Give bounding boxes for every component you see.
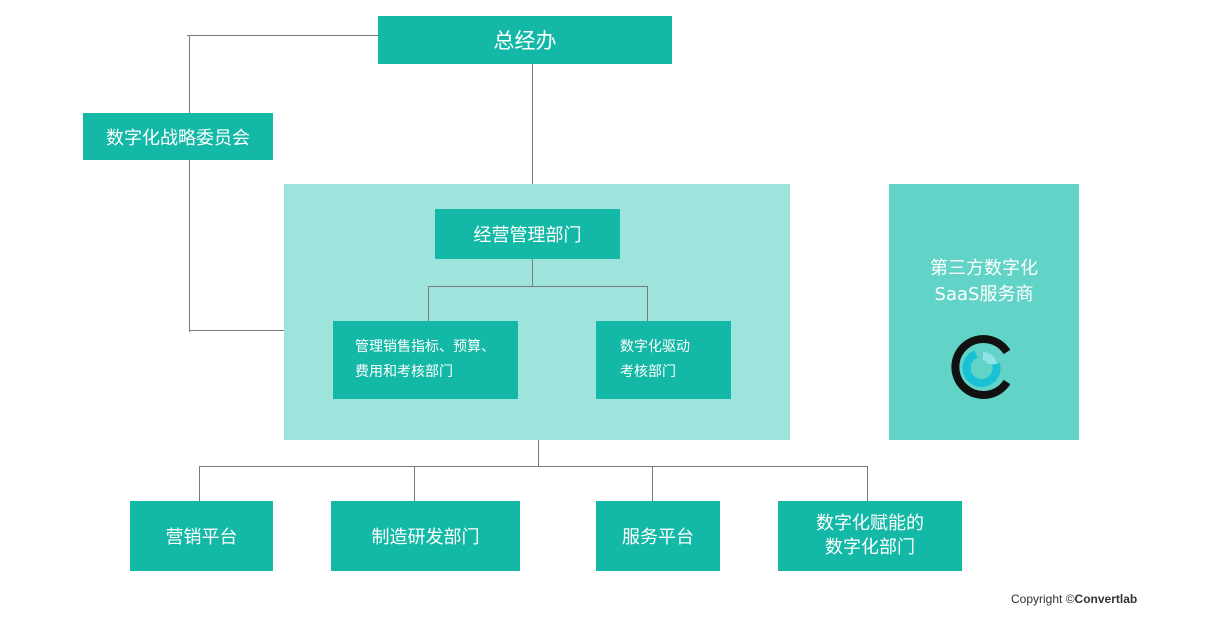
third-party-label: 第三方数字化 SaaS服务商 [889, 254, 1079, 310]
connector-line [532, 64, 533, 184]
sales-target-dept-line1: 管理销售指标、预算、 [355, 339, 495, 355]
ceo-office-label: 总经办 [493, 29, 557, 53]
convertlab-logo-icon [951, 335, 1011, 399]
connector-line [199, 466, 867, 467]
digital-driven-dept-line1: 数字化驱动 [620, 339, 690, 355]
sales-target-dept-node: 管理销售指标、预算、 费用和考核部门 [333, 321, 518, 399]
third-party-line1: 第三方数字化 [930, 258, 1038, 279]
strategy-committee-node: 数字化战略委员会 [83, 113, 273, 160]
strategy-committee-label: 数字化战略委员会 [106, 127, 250, 149]
digital-enablement-line1: 数字化赋能的 [816, 513, 924, 534]
connector-line [428, 286, 648, 287]
connector-line [199, 466, 200, 502]
business-mgmt-node: 经营管理部门 [435, 209, 620, 259]
connector-line [867, 466, 868, 502]
digital-enablement-line2: 数字化部门 [825, 537, 915, 558]
service-platform-label: 服务平台 [622, 527, 694, 548]
marketing-platform-label: 营销平台 [165, 527, 238, 548]
manufacturing-rd-label: 制造研发部门 [371, 527, 480, 548]
copyright-text: Copyright ©Convertlab [1011, 592, 1137, 606]
sales-target-dept-line2: 费用和考核部门 [355, 364, 453, 380]
copyright-prefix: Copyright © [1011, 592, 1075, 606]
connector-line [414, 466, 415, 502]
digital-driven-dept-line2: 考核部门 [620, 364, 676, 380]
connector-line [532, 258, 533, 286]
connector-line [647, 286, 648, 322]
digital-enablement-node: 数字化赋能的 数字化部门 [778, 501, 962, 571]
connector-line [538, 440, 539, 466]
marketing-platform-node: 营销平台 [130, 501, 273, 571]
ceo-office-node: 总经办 [378, 16, 672, 64]
business-mgmt-label: 经营管理部门 [473, 225, 582, 246]
third-party-panel [889, 184, 1079, 440]
manufacturing-rd-node: 制造研发部门 [331, 501, 520, 571]
service-platform-node: 服务平台 [596, 501, 720, 571]
connector-line [189, 35, 190, 332]
connector-line [187, 35, 378, 36]
third-party-line2: SaaS服务商 [934, 284, 1034, 305]
connector-line [652, 466, 653, 502]
digital-driven-dept-node: 数字化驱动 考核部门 [596, 321, 731, 399]
connector-line [189, 330, 287, 331]
connector-line [428, 286, 429, 322]
copyright-brand: Convertlab [1074, 592, 1138, 606]
